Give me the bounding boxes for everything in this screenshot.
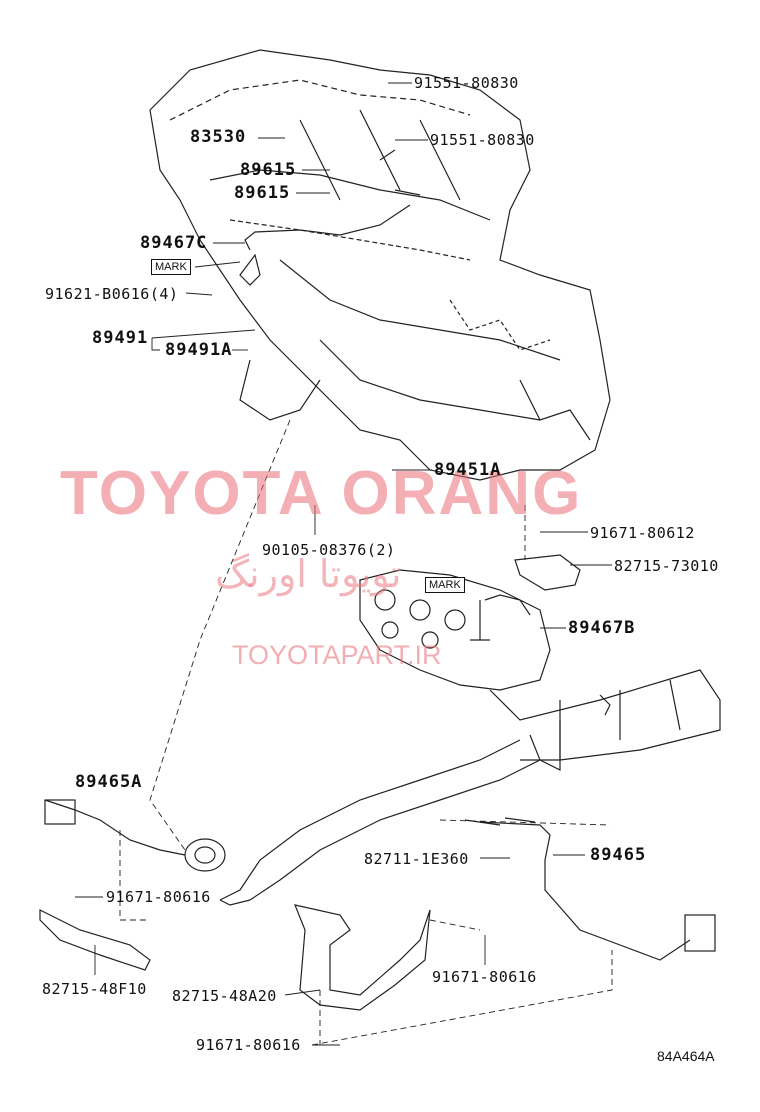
part-label[interactable]: 89491 (92, 328, 149, 348)
part-label[interactable]: 83530 (190, 127, 247, 147)
part-label[interactable]: 89451A (434, 460, 502, 480)
part-label[interactable]: 89465 (590, 845, 647, 865)
part-label[interactable]: 82711-1E360 (364, 850, 469, 868)
part-label[interactable]: 91671-80616 (106, 888, 211, 906)
watermark-primary: TOYOTA ORANG (60, 459, 583, 528)
part-label[interactable]: 91671-80616 (196, 1036, 301, 1054)
part-label[interactable]: 82715-48F10 (42, 980, 147, 998)
mark-tag: MARK (425, 577, 465, 593)
part-label[interactable]: 89491A (165, 340, 233, 360)
diagram-code: 84A464A (657, 1048, 715, 1064)
part-label[interactable]: 82715-73010 (614, 557, 719, 575)
watermark-tertiary: TOYOTAPART.IR (232, 640, 442, 670)
part-label[interactable]: 91551-80830 (430, 131, 535, 149)
watermark-secondary: تویوتا اورنگ (215, 552, 402, 596)
part-label[interactable]: 89615 (234, 183, 291, 203)
sensor-wire-drawings (44, 149, 716, 961)
part-label[interactable]: 89467C (140, 233, 208, 253)
part-label[interactable]: 91551-80830 (414, 74, 519, 92)
leader-lines (75, 82, 612, 1046)
part-label[interactable]: 89467B (568, 618, 636, 638)
part-label[interactable]: 90105-08376(2) (262, 541, 396, 559)
part-label[interactable]: 91671-80616 (432, 968, 537, 986)
part-label[interactable]: 82715-48A20 (172, 987, 277, 1005)
exhaust-system-drawing (184, 569, 721, 906)
reference-dashed-lines (119, 419, 613, 1046)
engine-block-drawing (149, 49, 611, 481)
bracket-drawings (39, 554, 581, 1011)
mark-tag: MARK (151, 259, 191, 275)
part-label[interactable]: 89615 (240, 160, 297, 180)
part-label[interactable]: 91671-80612 (590, 524, 695, 542)
part-label[interactable]: 89465A (75, 772, 143, 792)
part-label[interactable]: 91621-B0616(4) (45, 285, 179, 303)
